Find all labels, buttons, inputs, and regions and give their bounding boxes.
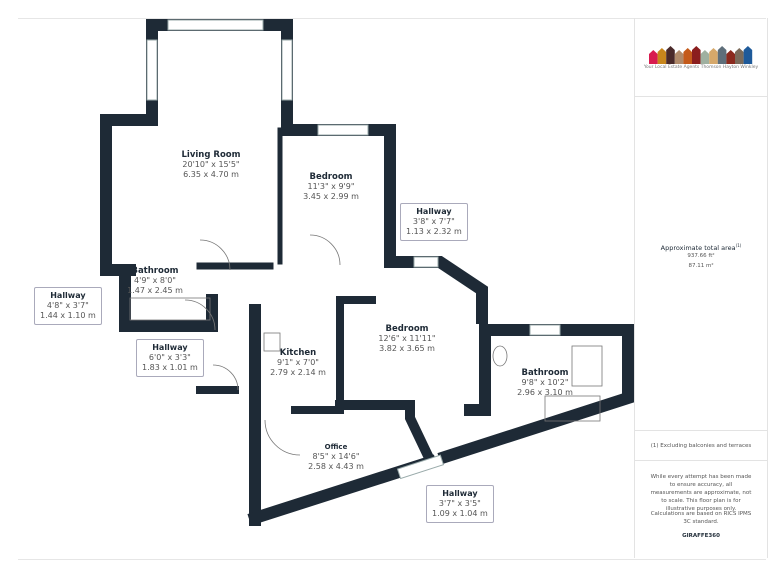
wall-office-top: [291, 296, 376, 414]
logo-house: [666, 46, 675, 64]
window: [167, 19, 264, 31]
wall-living-room: [146, 19, 396, 268]
wall-lower-left: [119, 264, 218, 332]
shower: [571, 345, 603, 387]
door-swing: [212, 364, 239, 391]
wall-bathroom-left: [464, 324, 491, 416]
window: [317, 124, 369, 136]
wall-office-mid: [335, 400, 437, 467]
logo-house: [743, 46, 753, 64]
window: [281, 39, 293, 101]
logo-house: [726, 50, 735, 64]
logo-house: [692, 46, 701, 64]
logo-tagline: Your Local Estate Agents Thomson Hayton …: [643, 65, 759, 70]
door-swing: [184, 299, 216, 331]
footnote: (1) Excluding balconies and terraces: [650, 443, 752, 449]
window: [529, 324, 561, 336]
area-m: 87.11 m²: [688, 263, 714, 269]
logo-house: [717, 46, 727, 64]
logo-house: [709, 48, 718, 64]
logo-house: [674, 50, 684, 64]
divider: [635, 430, 767, 431]
window: [396, 454, 445, 480]
disclaimer: While every attempt has been made to ens…: [650, 474, 752, 512]
toilet: [492, 345, 508, 367]
logo-house: [735, 48, 744, 64]
logo-house: [657, 48, 667, 64]
page-frame: [18, 18, 766, 560]
floor-plan: [100, 19, 634, 526]
bath: [129, 297, 211, 321]
area-ft: 937.66 ft²: [687, 253, 715, 259]
brand: GIRAFFE360: [682, 533, 720, 539]
bathtub: [544, 395, 601, 422]
divider: [635, 460, 767, 461]
info-panel: Your Local Estate Agents Thomson Hayton …: [634, 18, 768, 558]
window: [413, 256, 439, 268]
area-title: Approximate total area(1): [660, 243, 742, 253]
door-swing: [309, 234, 341, 266]
calc-note: Calculations are based on RICS IPMS 3C s…: [650, 511, 752, 525]
logo-house: [683, 48, 692, 64]
logo-house: [700, 50, 710, 64]
door-swing: [199, 239, 231, 271]
door-swing: [264, 419, 301, 456]
logo-house: [649, 50, 658, 64]
wall-left-outer: [100, 114, 158, 276]
logo: [649, 46, 753, 64]
wall-bedroom-right: [384, 256, 488, 324]
hob: [263, 332, 281, 352]
divider: [635, 96, 767, 97]
window: [146, 39, 158, 101]
